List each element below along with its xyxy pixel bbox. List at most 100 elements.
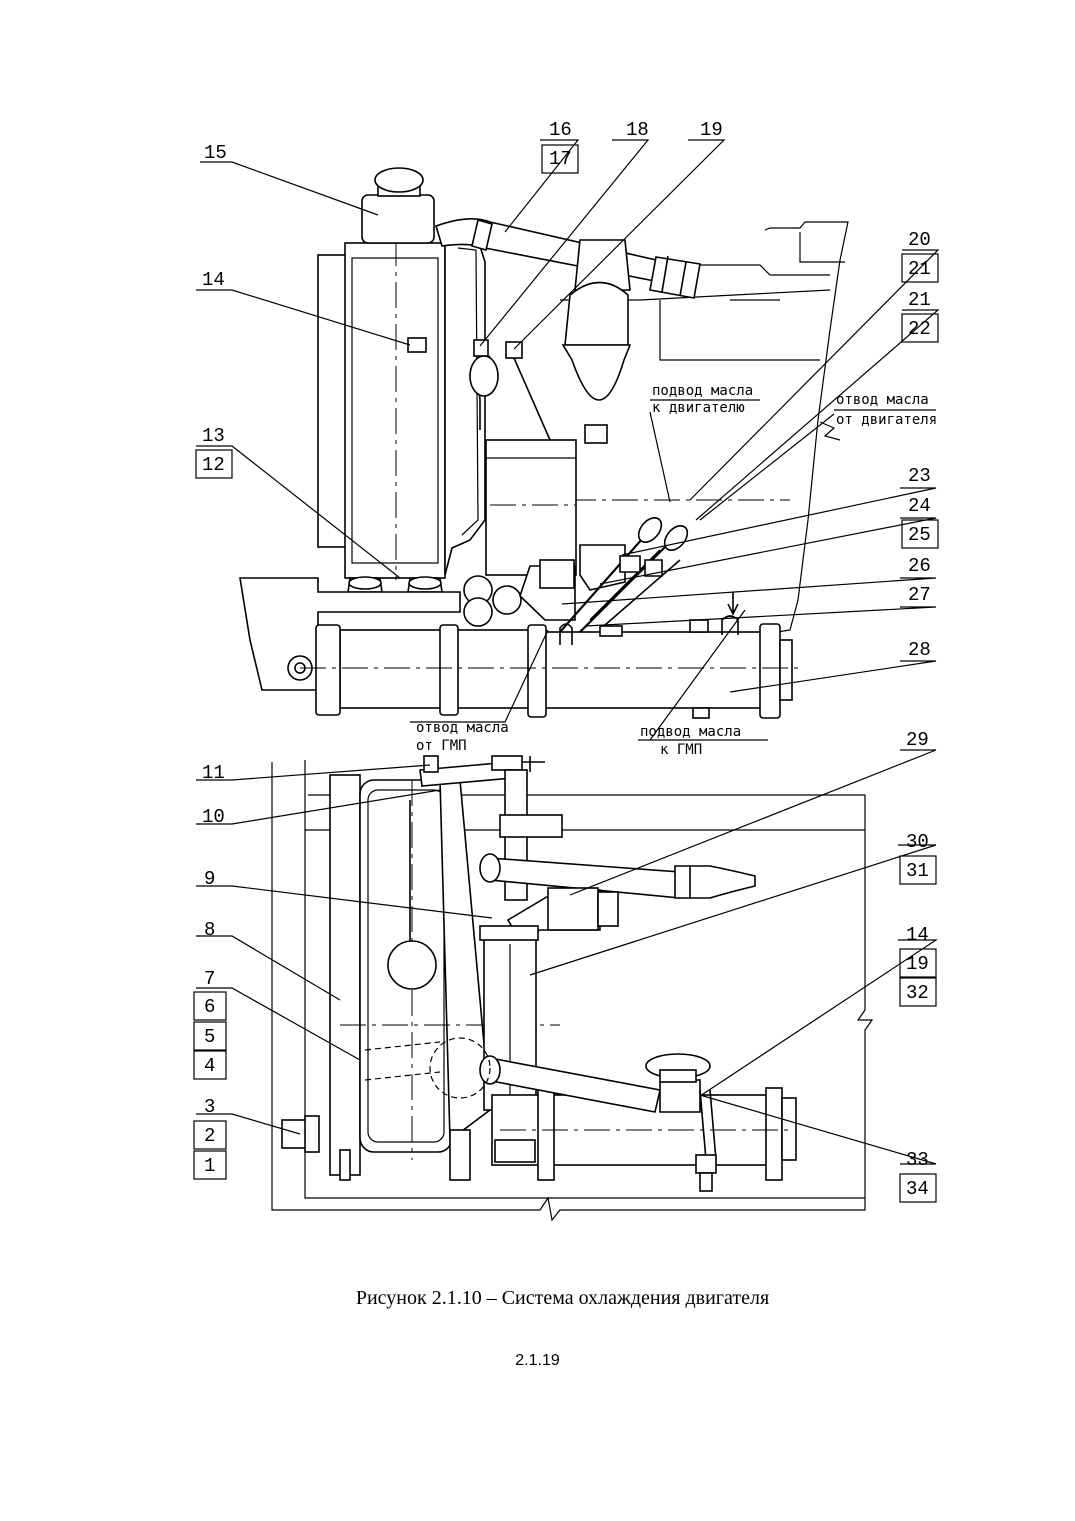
callout-18: 18: [626, 119, 649, 141]
callout-box-5: [193, 1021, 227, 1051]
hose-29-nozzle: [674, 865, 756, 899]
callout-19-bottom: 19: [906, 953, 929, 975]
callout-22: 22: [908, 318, 931, 340]
callout-21a: 21: [908, 258, 931, 280]
header-tube-thread: [522, 756, 545, 772]
callout-1: 1: [204, 1155, 215, 1177]
arrow-oil-down: [727, 592, 739, 616]
drain-valve: [695, 1154, 717, 1174]
pump-hidden-circle: [429, 1037, 491, 1099]
header-nut-right: [491, 755, 523, 771]
expansion-tank-cap: [374, 167, 424, 193]
callout-9: 9: [204, 868, 215, 890]
callout-box-31: [899, 855, 937, 885]
oil-line-2: [571, 539, 673, 641]
filter-bowl-lower: [561, 344, 632, 401]
drain-tap-nut: [304, 1115, 320, 1153]
callout-34: 34: [906, 1178, 929, 1200]
fitting-19: [505, 341, 523, 359]
callout-13: 13: [202, 425, 225, 447]
callout-box-4: [193, 1050, 227, 1080]
bottom-leaders: [196, 749, 938, 1165]
expansion-tank: [361, 194, 435, 244]
filter-drain: [584, 424, 608, 444]
note-oil-supply-gmp-1: подвод масла: [640, 724, 741, 740]
frame-outline: [271, 762, 874, 1222]
callout-box-22: [901, 313, 939, 343]
cooler-end-plan: [781, 1097, 797, 1161]
callout-14-bottom: 14: [906, 924, 929, 946]
note-oil-supply-gmp-2: к ГМП: [660, 742, 702, 758]
note-oil-return-engine-1: отвод масла: [836, 392, 929, 408]
cooler-flange-plan-1: [537, 1089, 555, 1181]
hose-29-end: [479, 853, 501, 883]
mount-spring-right: [408, 576, 442, 590]
cooler-flange-plan-2: [765, 1087, 783, 1181]
filler-neck: [659, 1079, 701, 1113]
note-oil-return-engine-2: от двигателя: [836, 412, 937, 428]
callout-box-2: [193, 1120, 227, 1150]
callout-box-21a: [901, 253, 939, 283]
header-nut-11: [423, 755, 439, 773]
fitting-18: [473, 339, 489, 357]
note-oil-supply-engine-2: к двигателю: [652, 400, 745, 416]
callout-box-34: [899, 1173, 937, 1203]
oil-line-1: [559, 529, 651, 633]
callout-29: 29: [906, 729, 929, 751]
strut-clip: [499, 814, 563, 838]
pipe-section-c: [492, 585, 522, 615]
upper-hose-clamp: [471, 218, 493, 252]
callout-box-6: [193, 991, 227, 1021]
mount-pad-plan-2: [494, 1139, 536, 1163]
radiator-shroud: [444, 239, 486, 576]
callout-box-12: [195, 449, 233, 479]
oil-cooler-tank: [485, 439, 577, 576]
callout-30: 30: [906, 831, 929, 853]
mount-pad-plan: [449, 1129, 471, 1181]
cylinder-boss-1: [599, 625, 623, 637]
radiator-plan-core-inner: [367, 789, 445, 1143]
callout-14-top: 14: [202, 269, 225, 291]
callout-box-19b: [899, 948, 937, 978]
thermostat-housing: [574, 239, 631, 291]
mount-spring-left: [348, 576, 382, 590]
callout-box-1: [193, 1150, 227, 1180]
callout-3: 3: [204, 1096, 215, 1118]
engine-detail: [560, 232, 845, 301]
pipe-section-b: [463, 597, 493, 627]
oil-line-end-1: [637, 517, 663, 543]
float-ball: [387, 940, 437, 990]
main-cylinder-right: [539, 631, 763, 709]
pump-body: [547, 887, 599, 931]
engine-break-line: [819, 421, 841, 441]
drain-plug: [699, 1172, 713, 1192]
radiator-side-plate: [317, 254, 347, 548]
callout-31: 31: [906, 860, 929, 882]
filler-cap-stem: [659, 1069, 697, 1083]
callout-21b: 21: [908, 289, 931, 311]
callout-11: 11: [202, 762, 225, 784]
callout-19: 19: [700, 119, 723, 141]
figure-caption: Рисунок 2.1.10 – Система охлаждения двиг…: [355, 1287, 770, 1309]
cylinder-flange-right: [759, 623, 781, 719]
note-oil-return-gmp-1: отвод масла: [416, 720, 509, 736]
cylinder-u-bolt-1: [559, 623, 573, 645]
callout-26: 26: [908, 555, 931, 577]
callout-32: 32: [906, 982, 929, 1004]
callout-2: 2: [204, 1125, 215, 1147]
pump-flange: [597, 891, 619, 927]
callout-8: 8: [204, 919, 215, 941]
engine-block-outline: [639, 221, 849, 636]
callout-16: 16: [549, 119, 572, 141]
cylinder-boss-3: [692, 707, 710, 719]
cylinder-boss-2: [689, 619, 709, 633]
note-oil-return-gmp-2: от ГМП: [416, 738, 467, 754]
note-oil-supply-engine-1: подвод масла: [652, 383, 753, 399]
callout-24: 24: [908, 495, 931, 517]
filter-bowl: [564, 281, 629, 346]
callout-6: 6: [204, 996, 215, 1018]
callout-7: 7: [204, 968, 215, 990]
callout-23: 23: [908, 465, 931, 487]
